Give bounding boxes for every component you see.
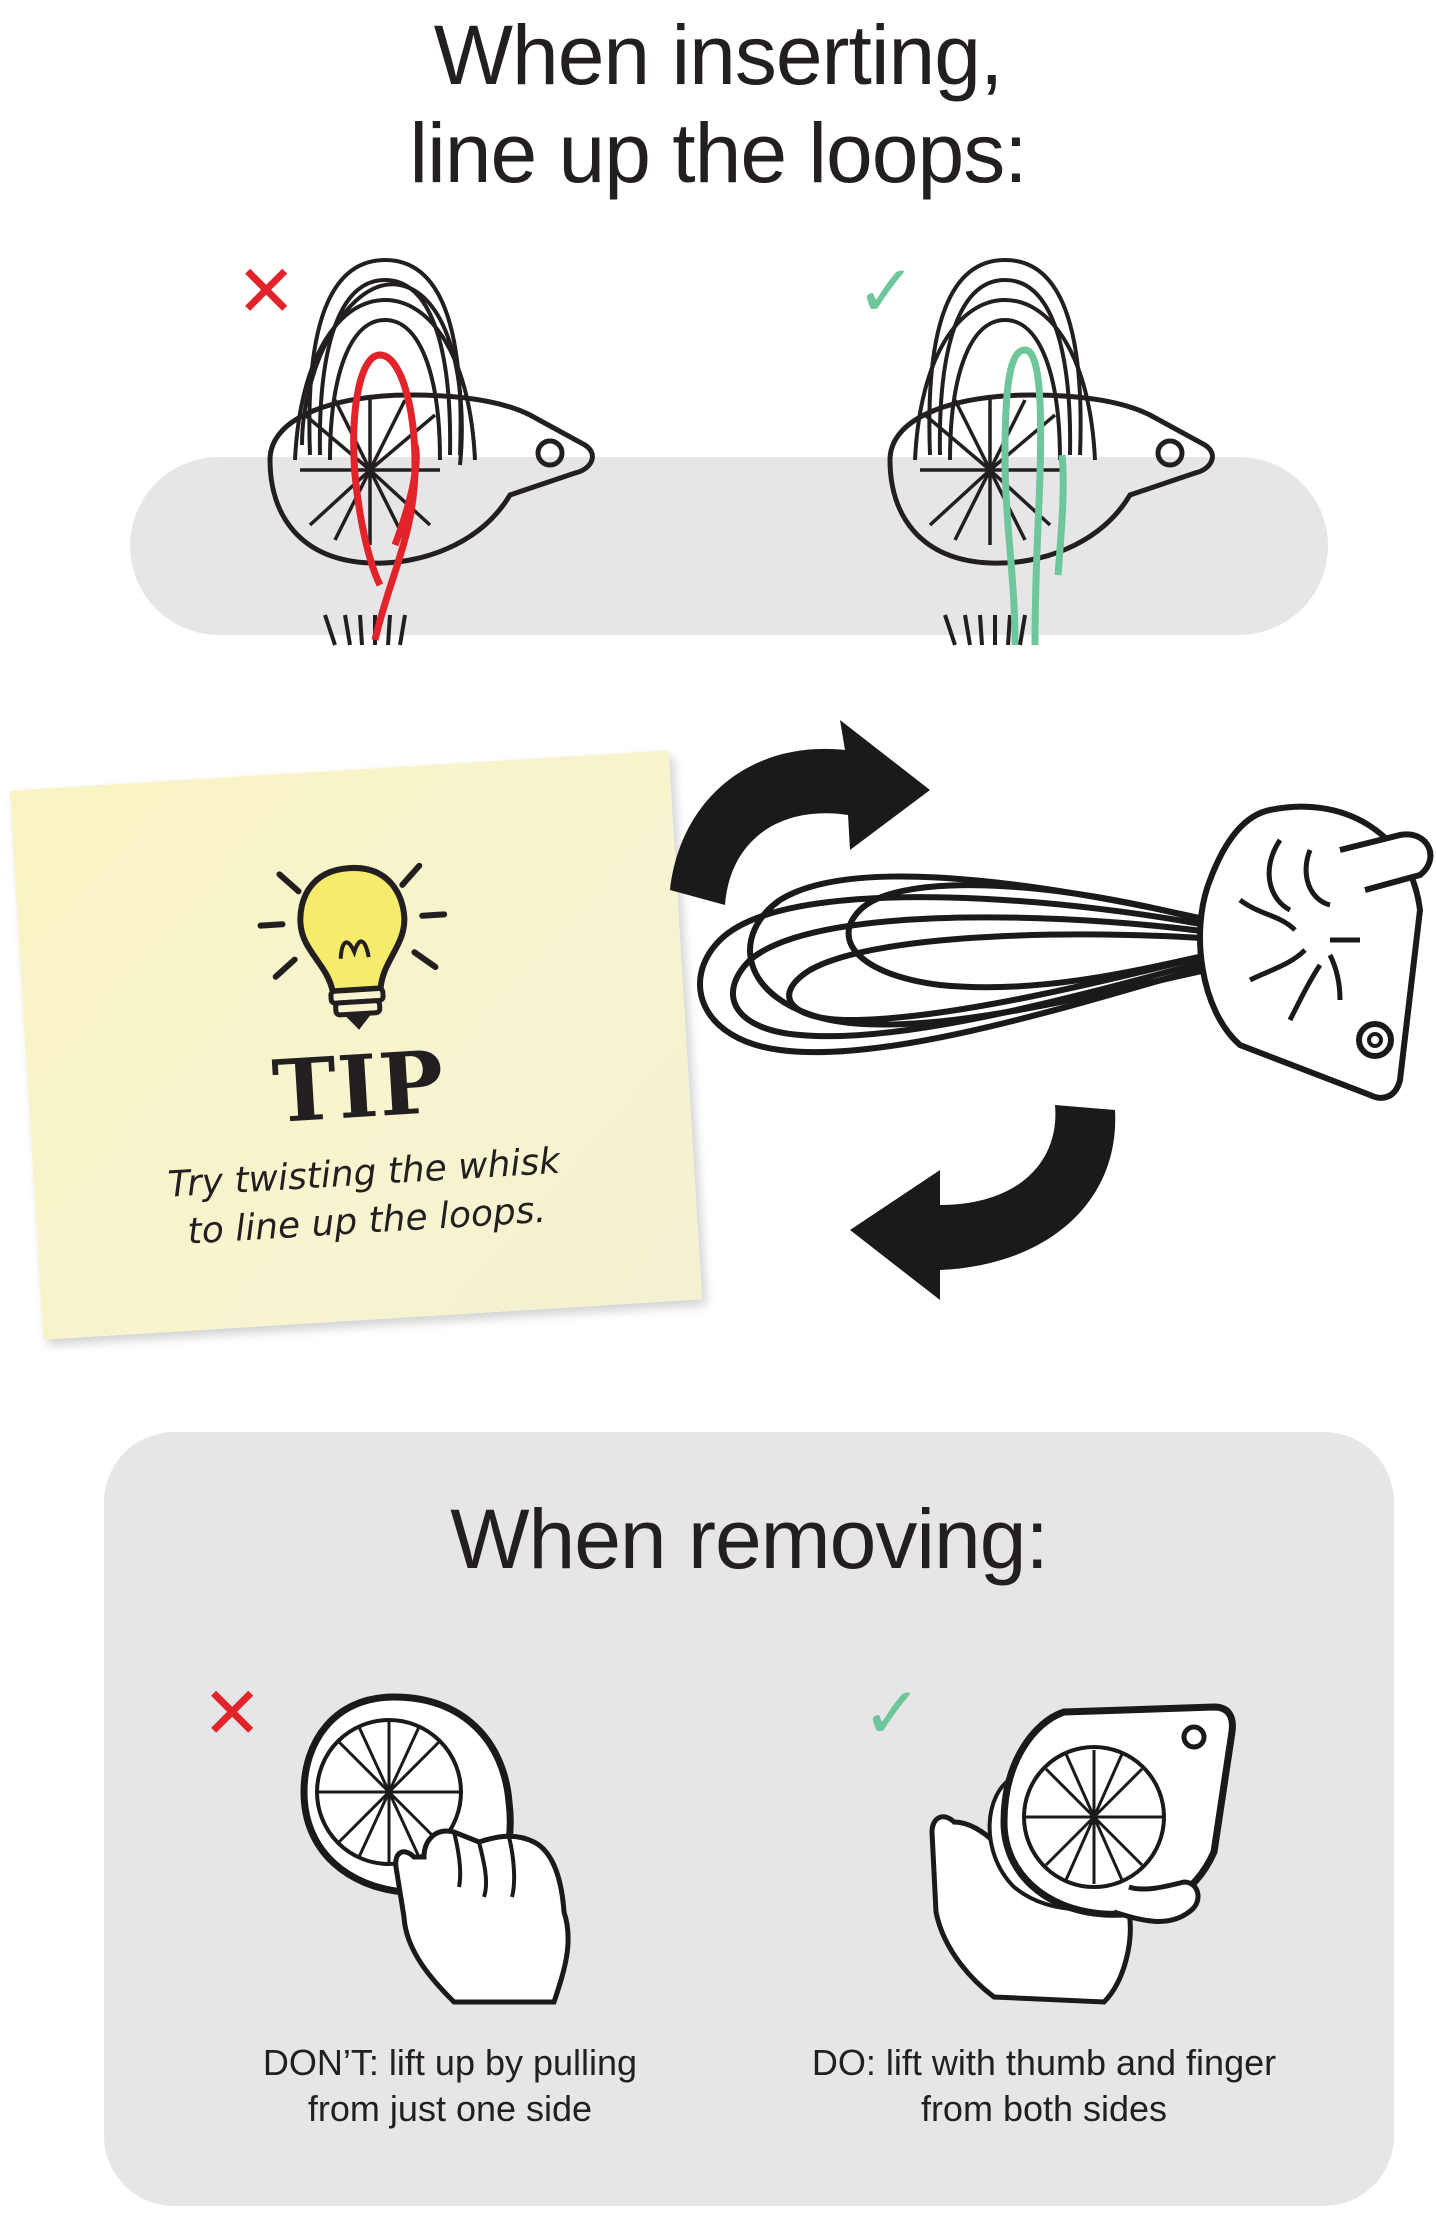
insert-title-line2: line up the loops: (409, 106, 1027, 200)
caption-do-line2: from both sides (920, 2088, 1168, 2129)
lightbulb-icon (257, 862, 448, 1030)
whisk-misaligned-illustration (267, 257, 595, 646)
cross-icon: ✕ (202, 1674, 263, 1754)
caption-dont-line2: from just one side (307, 2088, 593, 2129)
cross-icon: ✕ (236, 252, 297, 332)
caption-do-line1: DO: lift with thumb and finger (811, 2042, 1277, 2083)
whisk-tool-plate (1197, 803, 1434, 1101)
caption-dont: DON’T: lift up by pulling from just one … (170, 2040, 730, 2132)
remove-title: When removing: (450, 1492, 1049, 1586)
tip-body: Try twisting the whisk to line up the lo… (63, 1131, 668, 1263)
insert-title: When inserting, line up the loops: (0, 6, 1436, 202)
whisk-aligned-illustration (887, 257, 1215, 646)
remove-panel: When removing: ✕ ✓ DON’T: lift up by pul… (104, 1432, 1394, 2206)
caption-do: DO: lift with thumb and finger from both… (764, 2040, 1324, 2132)
whisk-icon (887, 257, 1215, 646)
check-icon: ✓ (862, 1674, 923, 1754)
check-icon: ✓ (856, 252, 917, 332)
hand-icon (393, 1828, 571, 2005)
insert-title-line1: When inserting, (433, 8, 1004, 102)
caption-dont-line1: DON’T: lift up by pulling (262, 2042, 638, 2083)
remove-wrong-illustration (300, 1693, 571, 2005)
insert-band (130, 457, 1328, 635)
whisk-icon (697, 873, 1231, 1056)
remove-right-illustration (929, 1703, 1236, 2005)
rotate-arrows-icon (670, 720, 1116, 1300)
tip-note: TIP Try twisting the whisk to line up th… (9, 750, 703, 1340)
twist-whisk-illustration (670, 720, 1434, 1300)
whisk-icon (267, 257, 595, 646)
